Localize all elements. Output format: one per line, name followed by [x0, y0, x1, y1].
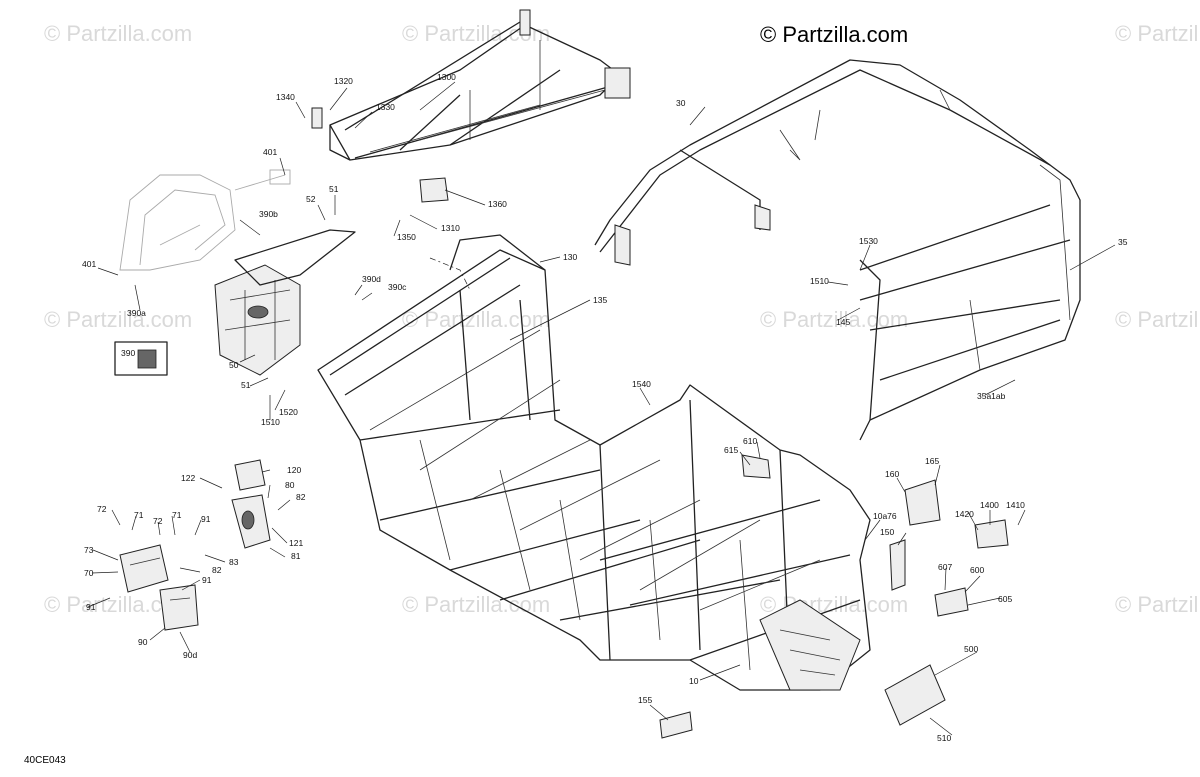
- copyright-text: © Partzilla.com: [760, 22, 908, 47]
- bracket-120-80: [231, 459, 271, 549]
- callout-label: 390a: [127, 308, 146, 318]
- callout-label: 91: [201, 514, 211, 524]
- callout-label: 71: [134, 510, 144, 520]
- callout-label: 1510: [261, 417, 280, 427]
- callout-label: 82: [212, 565, 222, 575]
- diagram-code: 40CE043: [24, 755, 66, 766]
- callout-label: 607: [938, 562, 952, 572]
- callout-label: 51: [329, 184, 339, 194]
- callout-label: 1510: [810, 276, 829, 286]
- leader-lines: [87, 81, 1116, 736]
- rear-rack-1300: [311, 9, 631, 203]
- callout-label: 71: [172, 510, 182, 520]
- callout-label: 91: [202, 575, 212, 585]
- callout-label: 390d: [362, 274, 381, 284]
- callout-label: 121: [289, 538, 303, 548]
- callout-label: 390b: [259, 209, 278, 219]
- watermark: © Partzilla.com: [760, 307, 908, 332]
- callout-label: 1340: [276, 92, 295, 102]
- callout-label: 1530: [859, 236, 878, 246]
- bracket-70-90: [119, 544, 199, 631]
- callout-label: 1350: [397, 232, 416, 242]
- roll-cage-30: [594, 59, 1081, 441]
- callout-label: 1300: [437, 72, 456, 82]
- callout-label: 150: [880, 527, 894, 537]
- callout-label: 1410: [1006, 500, 1025, 510]
- callout-label: 1310: [441, 223, 460, 233]
- callout-label: 90d: [183, 650, 197, 660]
- callout-label: 35: [1118, 237, 1128, 247]
- callout-label: 1540: [632, 379, 651, 389]
- callout-label: 91: [86, 602, 96, 612]
- watermark: © Partzilla.com: [44, 21, 192, 46]
- callout-label: 80: [285, 480, 295, 490]
- callout-label: 51: [241, 380, 251, 390]
- callout-label: 401: [263, 147, 277, 157]
- callout-label: 90: [138, 637, 148, 647]
- callout-label: 52: [306, 194, 316, 204]
- callout-label: 160: [885, 469, 899, 479]
- callout-label: 1400: [980, 500, 999, 510]
- callout-label: 605: [998, 594, 1012, 604]
- callout-label: 135: [593, 295, 607, 305]
- callout-label: 155: [638, 695, 652, 705]
- callout-label: 73: [84, 545, 94, 555]
- callout-label: 72: [153, 516, 163, 526]
- front-bumper-ghost: [119, 169, 291, 271]
- main-frame-10: [317, 234, 871, 691]
- callout-label: 165: [925, 456, 939, 466]
- callout-label: 1330: [376, 102, 395, 112]
- callout-label: 50: [229, 360, 239, 370]
- callout-label: 145: [836, 317, 850, 327]
- watermark: © Partzilla.com: [1115, 307, 1200, 332]
- callout-label: 390: [121, 348, 135, 358]
- callout-label: 70: [84, 568, 94, 578]
- callout-label: 122: [181, 473, 195, 483]
- callout-label: 1520: [279, 407, 298, 417]
- callout-labels: 1300 1320 1340 1330 1360 1310 1350 401 4…: [82, 72, 1128, 743]
- watermark: © Partzilla.com: [1115, 21, 1200, 46]
- callout-label: 1320: [334, 76, 353, 86]
- callout-label: 390c: [388, 282, 407, 292]
- callout-label: 1420: [955, 509, 974, 519]
- callout-label: 120: [287, 465, 301, 475]
- callout-label: 510: [937, 733, 951, 743]
- callout-label: 83: [229, 557, 239, 567]
- callout-label: 82: [296, 492, 306, 502]
- callout-label: 130: [563, 252, 577, 262]
- callout-label: 500: [964, 644, 978, 654]
- callout-label: 72: [97, 504, 107, 514]
- callout-label: 30: [676, 98, 686, 108]
- side-brackets: [659, 454, 1009, 739]
- watermark: © Partzilla.com: [1115, 592, 1200, 617]
- watermark: © Partzilla.com: [44, 307, 192, 332]
- callout-label: 10a76: [873, 511, 897, 521]
- callout-label: 401: [82, 259, 96, 269]
- callout-label: 10: [689, 676, 699, 686]
- watermark: © Partzilla.com: [402, 307, 550, 332]
- callout-label: 600: [970, 565, 984, 575]
- callout-label: 1360: [488, 199, 507, 209]
- part-390-inset: [114, 341, 168, 376]
- front-crossmember-50: [214, 229, 356, 376]
- callout-label: 610: [743, 436, 757, 446]
- watermark: © Partzilla.com: [402, 592, 550, 617]
- callout-label: 81: [291, 551, 301, 561]
- callout-label: 615: [724, 445, 738, 455]
- callout-label: 35a1ab: [977, 391, 1006, 401]
